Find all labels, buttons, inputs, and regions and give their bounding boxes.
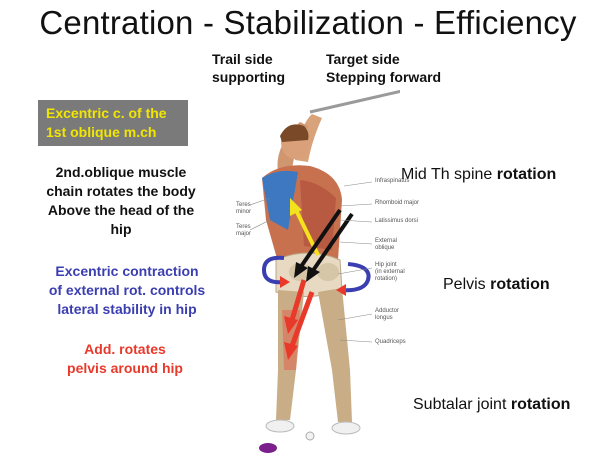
leader-infraspinatus [343,181,373,187]
leader-rhomboid [339,203,373,207]
yellow-arrowhead [290,198,302,216]
leader-external-oblique [339,241,373,245]
right-shoe [331,421,361,435]
red-arrowhead-2 [284,342,298,360]
blue-rotation-arrowhead-left [280,276,290,288]
black-arrowhead-2 [306,266,320,282]
leader-hip-joint [337,267,373,275]
hip-joint-label: Hip joint (in external rotation) [375,262,405,282]
right-hip-joint [317,263,339,281]
black-arrow-2 [310,212,354,274]
latissimus-label: Latissimus dorsi [375,218,419,224]
target-side-label: Target side Stepping forward [326,51,442,85]
subtalar-marker [259,443,277,453]
excentric-oblique-box: Excentric c. of the 1st oblique m.ch [38,100,188,146]
golfer-anatomy-illustration [249,89,400,453]
red-arrowhead-1 [284,316,298,334]
pelvis-rotation-label: Pelvis rotation [443,276,550,293]
page-title: Centration - Stabilization - Efficiency [39,4,577,41]
golf-club-shaft [309,89,400,114]
adductor-longus-label: Adductor longus [375,308,400,321]
leader-adductor [337,313,373,321]
blue-rotation-arrow-left [261,255,285,285]
leader-teres-minor [249,197,271,206]
golfer-hair [280,124,309,142]
quadriceps-label: Quadriceps [375,339,406,345]
left-shoe [265,419,295,433]
blue-rotation-arrow-right [339,262,371,293]
leader-latissimus [339,219,373,223]
leader-quadriceps [339,339,373,343]
blue-rotation-arrowhead-right [336,284,346,296]
golfer-shirt-sleeve [262,170,298,230]
subtalar-rotation-label: Subtalar joint rotation [413,396,571,413]
adductor-text: Add. rotates pelvis around hip [67,341,183,376]
external-oblique-label: External oblique [375,238,398,251]
black-arrow-1 [298,208,342,270]
mid-th-spine-label: Mid Th spine rotation [401,166,557,183]
black-arrowhead-1 [294,262,308,278]
red-adductor-arrow-2 [289,291,315,347]
external-rotation-text: Excentric contraction of external rot. c… [48,263,206,317]
right-leg [318,288,352,422]
leader-teres-major [249,219,271,231]
trail-side-label: Trail side supporting [212,51,286,85]
golf-ball [305,431,315,441]
rhomboid-label: Rhomboid major [375,200,420,206]
red-adductor-arrow-1 [289,279,307,321]
teres-major-label: Teres major [236,224,252,237]
teres-minor-label: Teres minor [236,202,252,215]
oblique-chain-text: 2nd.oblique muscle chain rotates the bod… [46,164,196,237]
infraspinatus-label: Infraspinatus [375,178,410,184]
